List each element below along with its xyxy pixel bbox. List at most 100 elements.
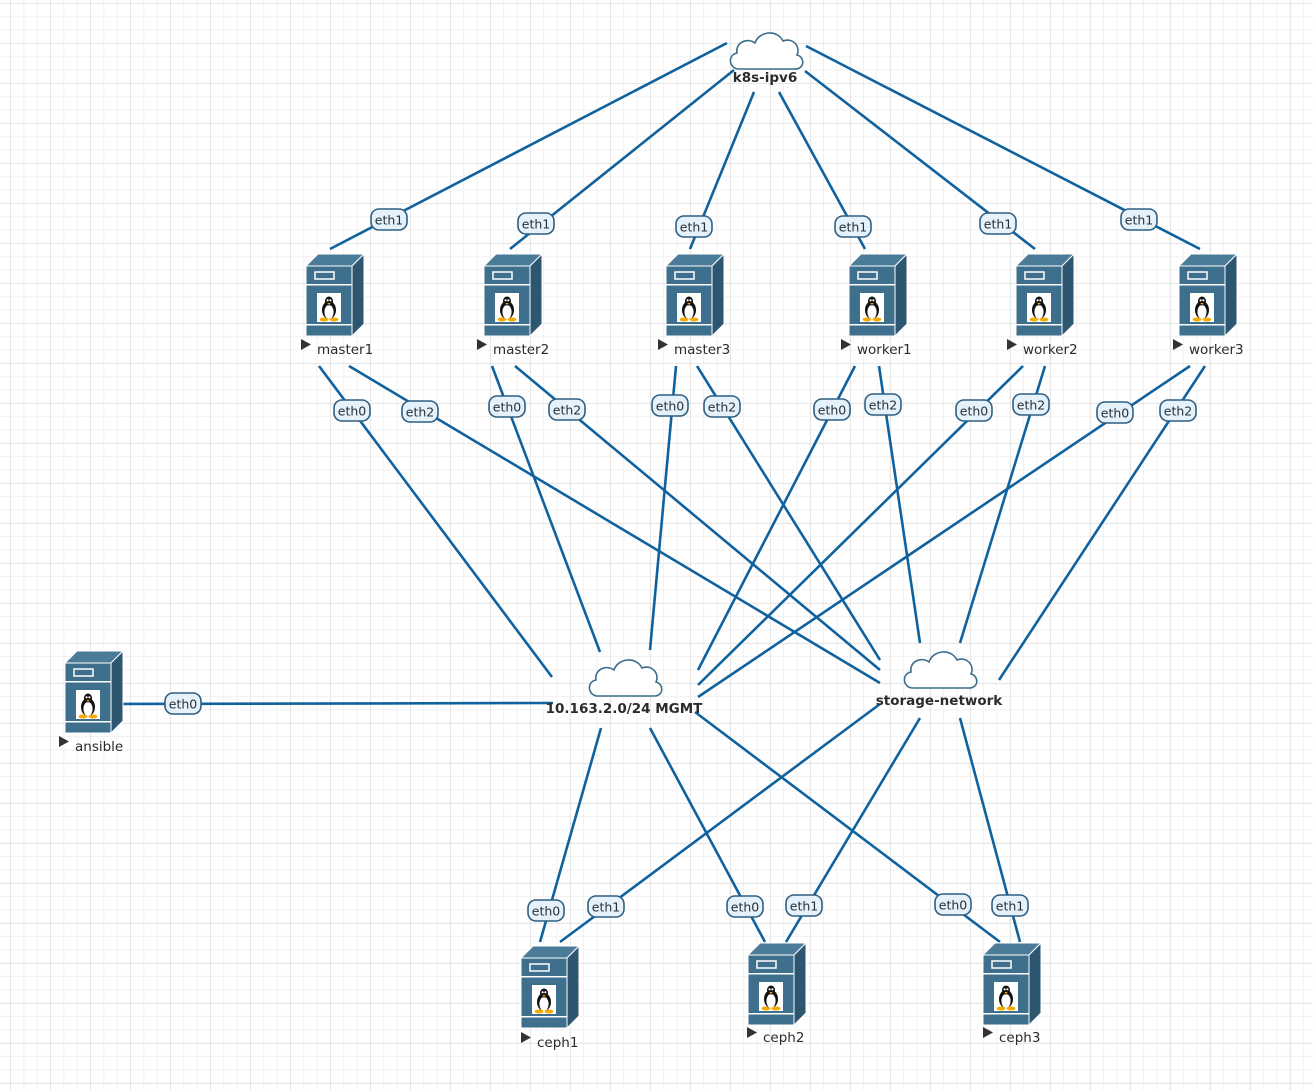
port-label-master2-eth0[interactable]: eth0 — [488, 395, 526, 418]
port-label-worker2-eth1[interactable]: eth1 — [979, 212, 1017, 235]
port-label-master3-eth0[interactable]: eth0 — [651, 394, 689, 417]
network-mgmt[interactable]: 10.163.2.0/24 MGMT — [546, 659, 704, 717]
port-label-master1-eth1[interactable]: eth1 — [370, 208, 408, 231]
network-k8s[interactable]: k8s-ipv6 — [729, 32, 804, 86]
node-ansible[interactable]: ansible — [59, 650, 124, 755]
port-name: eth1 — [996, 899, 1024, 914]
play-triangle-icon[interactable] — [59, 736, 69, 747]
port-label-ceph2-eth1[interactable]: eth1 — [785, 894, 823, 917]
port-badge — [1012, 393, 1050, 416]
port-label-worker3-eth1[interactable]: eth1 — [1120, 208, 1158, 231]
node-label: ceph2 — [763, 1030, 804, 1046]
port-label-worker3-eth0[interactable]: eth0 — [1096, 401, 1134, 424]
port-name: eth1 — [375, 213, 403, 228]
port-badge — [651, 394, 689, 417]
port-name: eth2 — [1164, 404, 1192, 419]
port-name: eth0 — [1101, 406, 1130, 421]
port-label-worker3-eth2[interactable]: eth2 — [1159, 399, 1197, 422]
port-label-ansible-eth0[interactable]: eth0 — [164, 692, 202, 715]
port-name: eth0 — [818, 403, 847, 418]
linux-server-icon — [1178, 253, 1238, 337]
port-name: eth2 — [869, 398, 897, 413]
play-triangle-icon[interactable] — [747, 1027, 757, 1038]
node-ceph3[interactable]: ceph3 — [982, 942, 1042, 1046]
node-label: ceph1 — [537, 1035, 578, 1051]
node-label: worker2 — [1023, 342, 1078, 358]
network-label: k8s-ipv6 — [733, 70, 798, 86]
port-name: eth2 — [1017, 398, 1045, 413]
port-badge — [1159, 399, 1197, 422]
port-badge — [834, 215, 872, 238]
play-triangle-icon[interactable] — [983, 1027, 993, 1038]
port-label-worker1-eth2[interactable]: eth2 — [864, 393, 902, 416]
port-badge — [548, 398, 586, 421]
node-worker1[interactable]: worker1 — [841, 253, 912, 358]
linux-server-icon — [64, 650, 124, 734]
port-label-master3-eth1[interactable]: eth1 — [675, 215, 713, 238]
port-name: eth1 — [592, 900, 620, 915]
port-name: eth1 — [839, 220, 867, 235]
port-label-worker1-eth0[interactable]: eth0 — [813, 398, 851, 421]
port-label-worker2-eth0[interactable]: eth0 — [955, 399, 993, 422]
port-label-master1-eth0[interactable]: eth0 — [333, 399, 371, 422]
node-worker2[interactable]: worker2 — [1007, 253, 1078, 358]
port-label-ceph3-eth0[interactable]: eth0 — [934, 893, 972, 916]
port-label-worker1-eth1[interactable]: eth1 — [834, 215, 872, 238]
port-badge — [979, 212, 1017, 235]
port-label-ceph3-eth1[interactable]: eth1 — [991, 894, 1029, 917]
play-triangle-icon[interactable] — [521, 1032, 531, 1043]
node-worker3[interactable]: worker3 — [1173, 253, 1244, 358]
port-badge — [864, 393, 902, 416]
port-name: eth1 — [522, 217, 550, 232]
play-triangle-icon[interactable] — [1173, 339, 1183, 350]
port-label-master2-eth2[interactable]: eth2 — [548, 398, 586, 421]
port-name: eth2 — [406, 405, 434, 420]
network-storage[interactable]: storage-network — [876, 651, 1004, 709]
nodes-layer: master1 master2 master3 worker1 worker2 worke… — [59, 253, 1244, 1051]
node-master1[interactable]: master1 — [301, 253, 373, 358]
play-triangle-icon[interactable] — [841, 339, 851, 350]
node-label: master1 — [317, 342, 373, 358]
linux-server-icon — [665, 253, 725, 337]
linux-server-icon — [982, 942, 1042, 1026]
port-label-ceph1-eth0[interactable]: eth0 — [527, 899, 565, 922]
linux-server-icon — [747, 942, 807, 1026]
port-label-ceph1-eth1[interactable]: eth1 — [587, 895, 625, 918]
port-badge — [726, 895, 764, 918]
network-label: storage-network — [876, 693, 1004, 709]
port-badge — [813, 398, 851, 421]
node-ceph2[interactable]: ceph2 — [747, 942, 807, 1046]
port-name: eth1 — [1125, 213, 1153, 228]
link-master1-eth2-to-storage[interactable] — [348, 364, 881, 685]
network-label: 10.163.2.0/24 MGMT — [546, 701, 704, 717]
linux-server-icon — [848, 253, 908, 337]
play-triangle-icon[interactable] — [1007, 339, 1017, 350]
port-badge — [1120, 208, 1158, 231]
play-triangle-icon[interactable] — [301, 339, 311, 350]
port-name: eth0 — [656, 399, 685, 414]
port-label-master1-eth2[interactable]: eth2 — [401, 400, 439, 423]
node-label: ceph3 — [999, 1030, 1040, 1046]
linux-server-icon — [1015, 253, 1075, 337]
play-triangle-icon[interactable] — [477, 339, 487, 350]
port-label-master3-eth2[interactable]: eth2 — [703, 395, 741, 418]
port-badge — [955, 399, 993, 422]
node-label: worker3 — [1189, 342, 1244, 358]
port-badge — [401, 400, 439, 423]
port-label-master2-eth1[interactable]: eth1 — [517, 212, 555, 235]
linux-server-icon — [520, 945, 580, 1029]
port-label-worker2-eth2[interactable]: eth2 — [1012, 393, 1050, 416]
port-badge — [991, 894, 1029, 917]
port-name: eth1 — [680, 220, 708, 235]
port-label-ceph2-eth0[interactable]: eth0 — [726, 895, 764, 918]
node-label: ansible — [75, 739, 123, 755]
port-badge — [370, 208, 408, 231]
port-badge — [1096, 401, 1134, 424]
port-badge — [527, 899, 565, 922]
play-triangle-icon[interactable] — [658, 339, 668, 350]
node-master3[interactable]: master3 — [658, 253, 730, 358]
node-ceph1[interactable]: ceph1 — [520, 945, 580, 1051]
node-master2[interactable]: master2 — [477, 253, 549, 358]
port-badge — [703, 395, 741, 418]
